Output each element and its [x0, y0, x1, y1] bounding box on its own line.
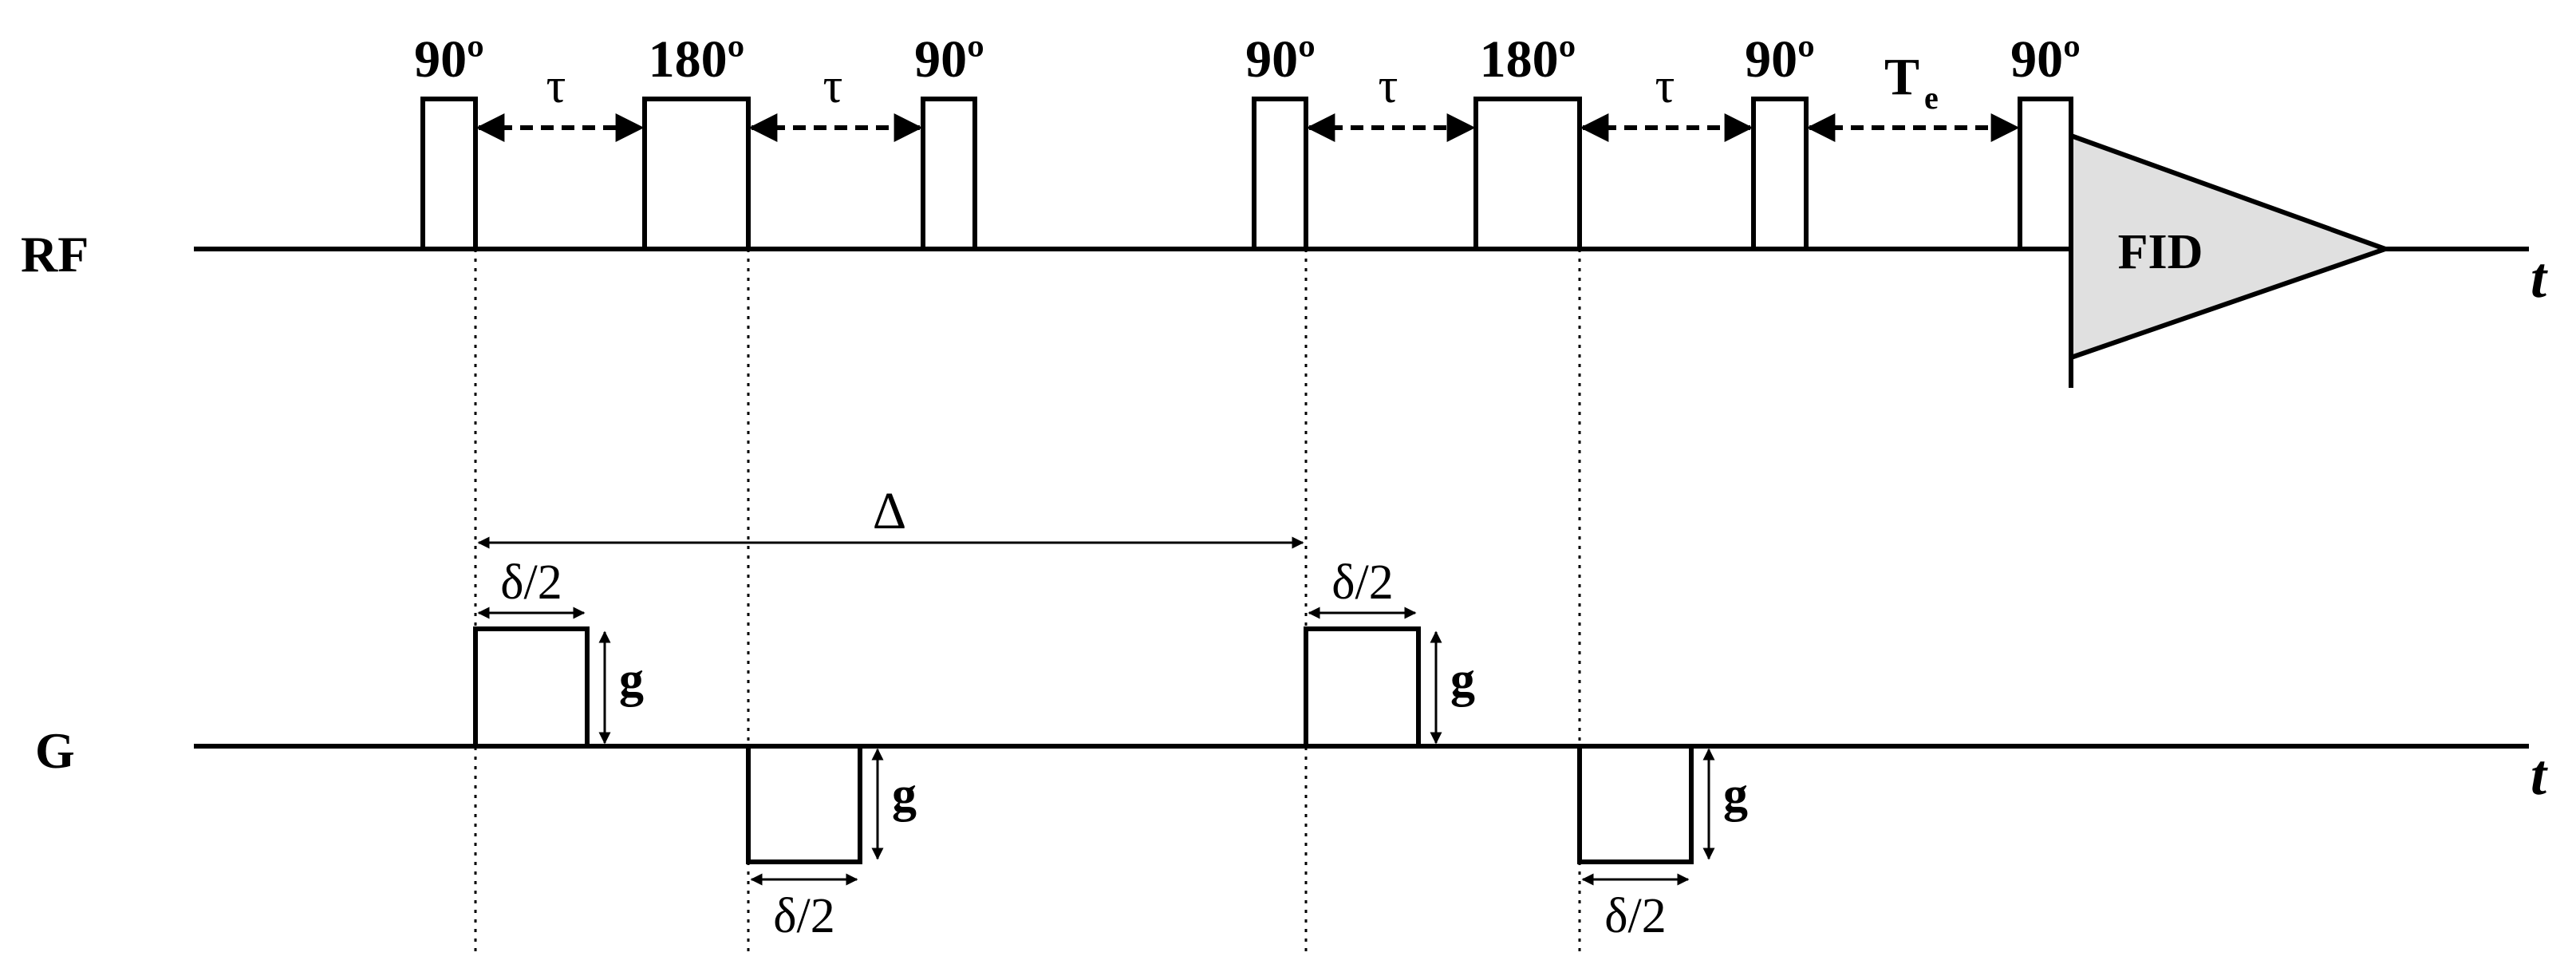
pulse-label-6: 90º — [1745, 30, 1815, 89]
pulse-label-5: 180º — [1480, 30, 1576, 89]
rf-pulse-90-5 — [2018, 97, 2073, 251]
te-label-subscript: e — [1924, 80, 1939, 116]
tau-label-1: τ — [546, 59, 566, 113]
tau-label-2: τ — [823, 59, 843, 113]
rf-pulses — [420, 97, 2073, 251]
width-arrows — [477, 607, 1690, 886]
pulse-label-2: 180º — [649, 30, 745, 89]
gradient-lobe-2 — [746, 744, 862, 864]
g-axis-label: G — [35, 722, 75, 779]
rf-time-label: t — [2531, 246, 2548, 310]
g-time-label: t — [2531, 743, 2548, 807]
width-label-3: δ/2 — [1331, 555, 1393, 610]
gradient-lobe-1 — [473, 626, 590, 749]
rf-pulse-90-4 — [1751, 97, 1809, 251]
gradient-lobe-3 — [1304, 626, 1421, 749]
rf-axis-label: RF — [21, 226, 89, 283]
gradient-lobes — [473, 626, 1694, 864]
pulse-label-1: 90º — [414, 30, 484, 89]
rf-pulse-90-3 — [1252, 97, 1308, 251]
rf-pulse-180-1 — [642, 97, 751, 251]
timing-guides — [474, 249, 1581, 954]
height-arrows — [598, 630, 1715, 860]
rf-pulse-180-2 — [1473, 97, 1582, 251]
tau-label-3: τ — [1379, 59, 1398, 113]
width-label-1: δ/2 — [500, 555, 562, 610]
height-label-3: g — [1450, 653, 1475, 707]
rf-pulse-90-1 — [420, 97, 478, 251]
pulse-label-3: 90º — [914, 30, 984, 89]
tau-label-4: τ — [1655, 59, 1675, 113]
pulse-label-4: 90º — [1245, 30, 1316, 89]
te-label-main: T — [1884, 48, 1919, 106]
pulse-label-7: 90º — [2010, 30, 2081, 89]
height-label-4: g — [1723, 768, 1748, 822]
width-label-4: δ/2 — [1604, 889, 1666, 943]
rf-pulse-90-2 — [921, 97, 977, 251]
width-label-2: δ/2 — [773, 889, 834, 943]
height-label-2: g — [892, 768, 917, 822]
height-label-1: g — [619, 653, 644, 707]
gradient-lobe-4 — [1577, 744, 1694, 864]
fid-label: FID — [2118, 225, 2203, 279]
fid-envelope — [2069, 132, 2393, 362]
delta-big-label: Δ — [873, 482, 906, 540]
